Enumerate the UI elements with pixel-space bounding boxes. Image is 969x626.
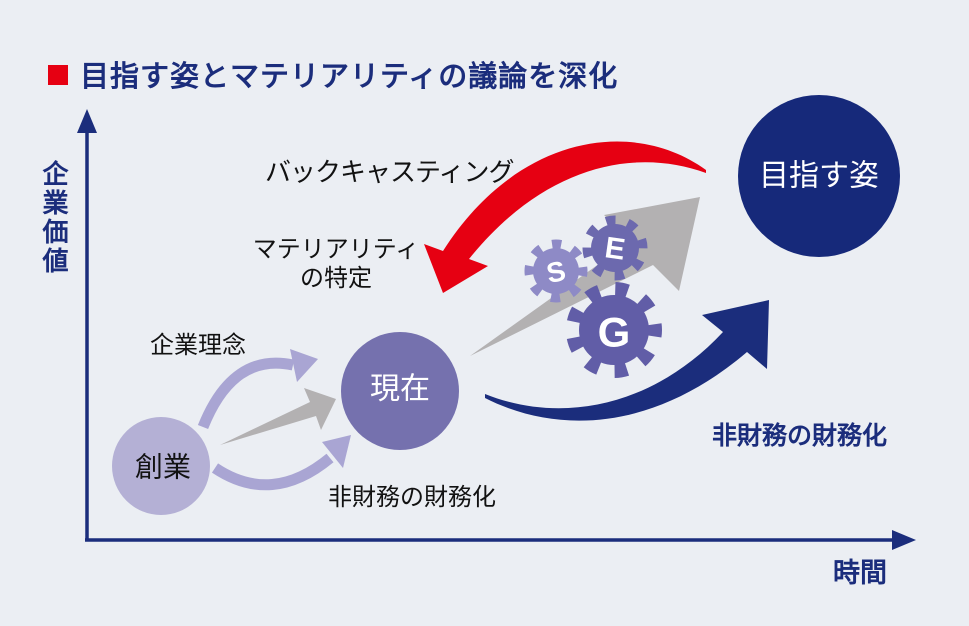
y-axis-label: 企業価値 [39,160,69,276]
corporate-philosophy-label: 企業理念 [150,332,246,359]
founding-to-present-arc-bottom [211,435,351,491]
materiality-line1: マテリアリティ [252,236,420,263]
gear-s-icon: S [524,239,588,303]
gear-g-letter: G [598,309,631,356]
title-row: 目指す姿とマテリアリティの議論を深化 [48,53,618,95]
y-axis [77,109,97,541]
y-axis-arrowhead-icon [77,109,97,133]
nonfinancial-right-label: 非財務の財務化 [712,422,888,450]
founding-circle: 創業 [112,417,210,515]
x-axis-label: 時間 [833,558,887,588]
gear-g-icon: G [566,282,662,378]
nonfinancial-arrow [485,300,769,421]
x-axis [85,530,916,550]
present-label: 現在 [370,373,430,406]
founding-label: 創業 [135,452,191,483]
founding-to-present-arc-top [197,349,318,430]
growth-arrow [470,197,700,356]
materiality-label: マテリアリティ の特定 [246,235,426,294]
materiality-line2: の特定 [300,265,372,293]
backcasting-arrow [424,141,706,293]
gear-e-icon: E [582,215,648,281]
gear-e-letter: E [603,231,627,266]
present-circle: 現在 [341,332,459,450]
x-axis-arrowhead-icon [892,530,916,550]
target-circle: 目指す姿 [738,95,900,257]
nonfinancial-lower-label: 非財務の財務化 [328,484,496,511]
target-label: 目指す姿 [759,160,879,193]
title-bullet-icon [48,65,68,85]
backcasting-label: バックキャスティング [265,157,514,187]
page-title: 目指す姿とマテリアリティの議論を深化 [80,61,619,93]
founding-to-present-arrow-gray [220,388,336,445]
